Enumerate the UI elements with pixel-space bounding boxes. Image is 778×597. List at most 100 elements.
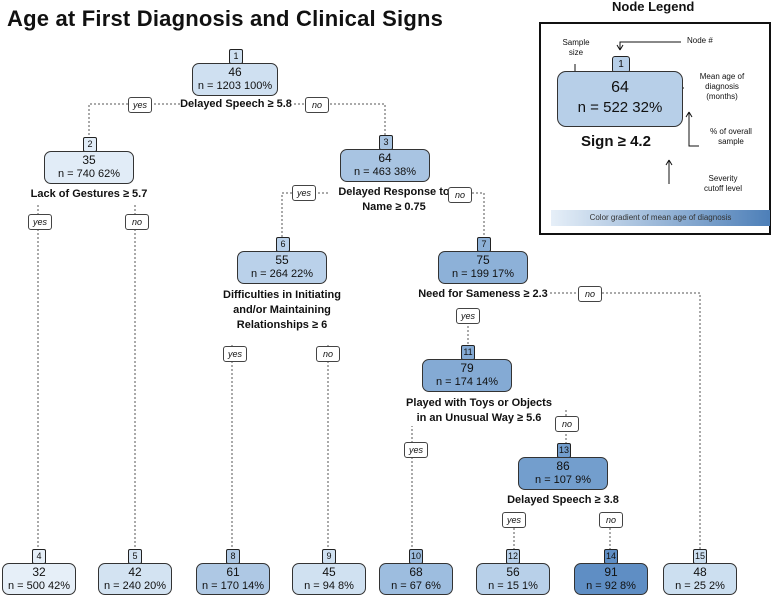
node-mean: 35	[82, 153, 96, 167]
color-gradient-bar: Color gradient of mean age of diagnosis	[551, 210, 770, 226]
node-3: 3 64 n = 463 38%	[340, 135, 430, 183]
yes-tag: yes	[128, 97, 152, 113]
node-number: 10	[409, 549, 423, 564]
split-label-node-7: Need for Sameness ≥ 2.3	[416, 287, 550, 302]
node-mean: 56	[506, 565, 520, 579]
split-line: Relationships ≥ 6	[236, 319, 328, 331]
node-box: 35 n = 740 62%	[44, 151, 134, 184]
caption-line: (months)	[706, 92, 738, 101]
node-stats: n = 264 22%	[250, 268, 314, 280]
node-number: 13	[557, 443, 571, 458]
node-number: 11	[461, 345, 475, 360]
node-box: 86 n = 107 9%	[518, 457, 608, 490]
node-mean: 42	[128, 565, 142, 579]
split-label-node-11: Played with Toys or Objects in an Unusua…	[396, 396, 562, 426]
node-10: 10 68 n = 67 6%	[379, 549, 453, 595]
no-tag: no	[555, 416, 579, 432]
node-mean: 68	[409, 565, 423, 579]
node-number: 3	[379, 135, 393, 150]
node-mean: 64	[378, 151, 392, 165]
node-mean: 61	[226, 565, 240, 579]
yes-tag: yes	[456, 308, 480, 324]
caption-line: sample	[718, 137, 744, 146]
node-stats: n = 463 38%	[353, 166, 417, 178]
node-number: 9	[322, 549, 336, 564]
node-mean: 55	[275, 253, 289, 267]
node-mean: 75	[476, 253, 490, 267]
yes-tag: yes	[223, 346, 247, 362]
node-box: 46 n = 1203 100%	[192, 63, 278, 96]
node-stats: n = 92 8%	[586, 580, 636, 592]
node-4: 4 32 n = 500 42%	[2, 549, 76, 595]
no-tag: no	[578, 286, 602, 302]
node-box: 42 n = 240 20%	[98, 563, 172, 595]
node-number: 8	[226, 549, 240, 564]
split-label-node-13: Delayed Speech ≥ 3.8	[504, 493, 622, 508]
node-number: 1	[229, 49, 243, 64]
split-label-node-6: Difficulties in Initiating and/or Mainta…	[218, 288, 346, 333]
node-1: 1 46 n = 1203 100%	[192, 49, 278, 96]
severity-caption: Severity cutoff level	[693, 174, 753, 194]
node-8: 8 61 n = 170 14%	[196, 549, 270, 595]
split-line: Delayed Response to	[338, 186, 450, 198]
node-number: 6	[276, 237, 290, 252]
yes-tag: yes	[28, 214, 52, 230]
node-legend: Node # Sample size 1 64 n = 522 32% Mean…	[539, 22, 771, 235]
node-7: 7 75 n = 199 17%	[438, 237, 528, 285]
no-tag: no	[448, 187, 472, 203]
node-number: 12	[506, 549, 520, 564]
node-mean: 32	[32, 565, 46, 579]
node-5: 5 42 n = 240 20%	[98, 549, 172, 595]
node-box: 79 n = 174 14%	[422, 359, 512, 392]
legend-sample-node: 64 n = 522 32%	[557, 71, 683, 127]
mean-age-caption: Mean age of diagnosis (months)	[691, 72, 753, 102]
overall-pct-caption: % of overall sample	[701, 127, 761, 147]
node-stats: n = 15 1%	[488, 580, 538, 592]
node-number: 7	[477, 237, 491, 252]
node-mean: 91	[604, 565, 618, 579]
split-line: Name ≥ 0.75	[362, 201, 426, 213]
sample-size-caption: Sample size	[561, 38, 591, 58]
split-label-node-1: Delayed Speech ≥ 5.8	[180, 97, 292, 112]
no-tag: no	[316, 346, 340, 362]
node-box: 64 n = 463 38%	[340, 149, 430, 182]
node-stats: n = 199 17%	[451, 268, 515, 280]
caption-line: Sample	[562, 38, 590, 47]
node-box: 68 n = 67 6%	[379, 563, 453, 595]
node-box: 91 n = 92 8%	[574, 563, 648, 595]
node-box: 56 n = 15 1%	[476, 563, 550, 595]
split-line: and/or Maintaining	[233, 304, 331, 316]
yes-tag: yes	[404, 442, 428, 458]
legend-title: Node Legend	[612, 0, 695, 14]
node-stats: n = 170 14%	[201, 580, 265, 592]
node-box: 61 n = 170 14%	[196, 563, 270, 595]
node-13: 13 86 n = 107 9%	[518, 443, 608, 491]
node-box: 45 n = 94 8%	[292, 563, 366, 595]
caption-line: Mean age of	[699, 72, 745, 81]
node-mean: 79	[460, 361, 474, 375]
node-stats: n = 94 8%	[304, 580, 354, 592]
node-2: 2 35 n = 740 62%	[44, 137, 134, 185]
node-stats: n = 500 42%	[7, 580, 71, 592]
node-box: 75 n = 199 17%	[438, 251, 528, 284]
diagram-title: Age at First Diagnosis and Clinical Sign…	[7, 6, 444, 31]
legend-sample-mean: 64	[611, 79, 629, 96]
legend-sample-sign: Sign ≥ 4.2	[581, 133, 651, 150]
no-tag: no	[125, 214, 149, 230]
edge-1-2	[88, 103, 180, 137]
no-tag: no	[305, 97, 329, 113]
split-line: in an Unusual Way ≥ 5.6	[416, 412, 542, 424]
node-box: 32 n = 500 42%	[2, 563, 76, 595]
node-mean: 48	[693, 565, 707, 579]
yes-tag: yes	[502, 512, 526, 528]
caption-line: Severity	[708, 174, 738, 183]
node-stats: n = 740 62%	[57, 168, 121, 180]
node-9: 9 45 n = 94 8%	[292, 549, 366, 595]
node-stats: n = 1203 100%	[197, 80, 273, 92]
caption-line: diagnosis	[705, 82, 739, 91]
node-15: 15 48 n = 25 2%	[663, 549, 737, 595]
node-mean: 45	[322, 565, 336, 579]
node-mean: 46	[228, 65, 242, 79]
caption-line: cutoff level	[703, 184, 743, 193]
node-stats: n = 174 14%	[435, 376, 499, 388]
